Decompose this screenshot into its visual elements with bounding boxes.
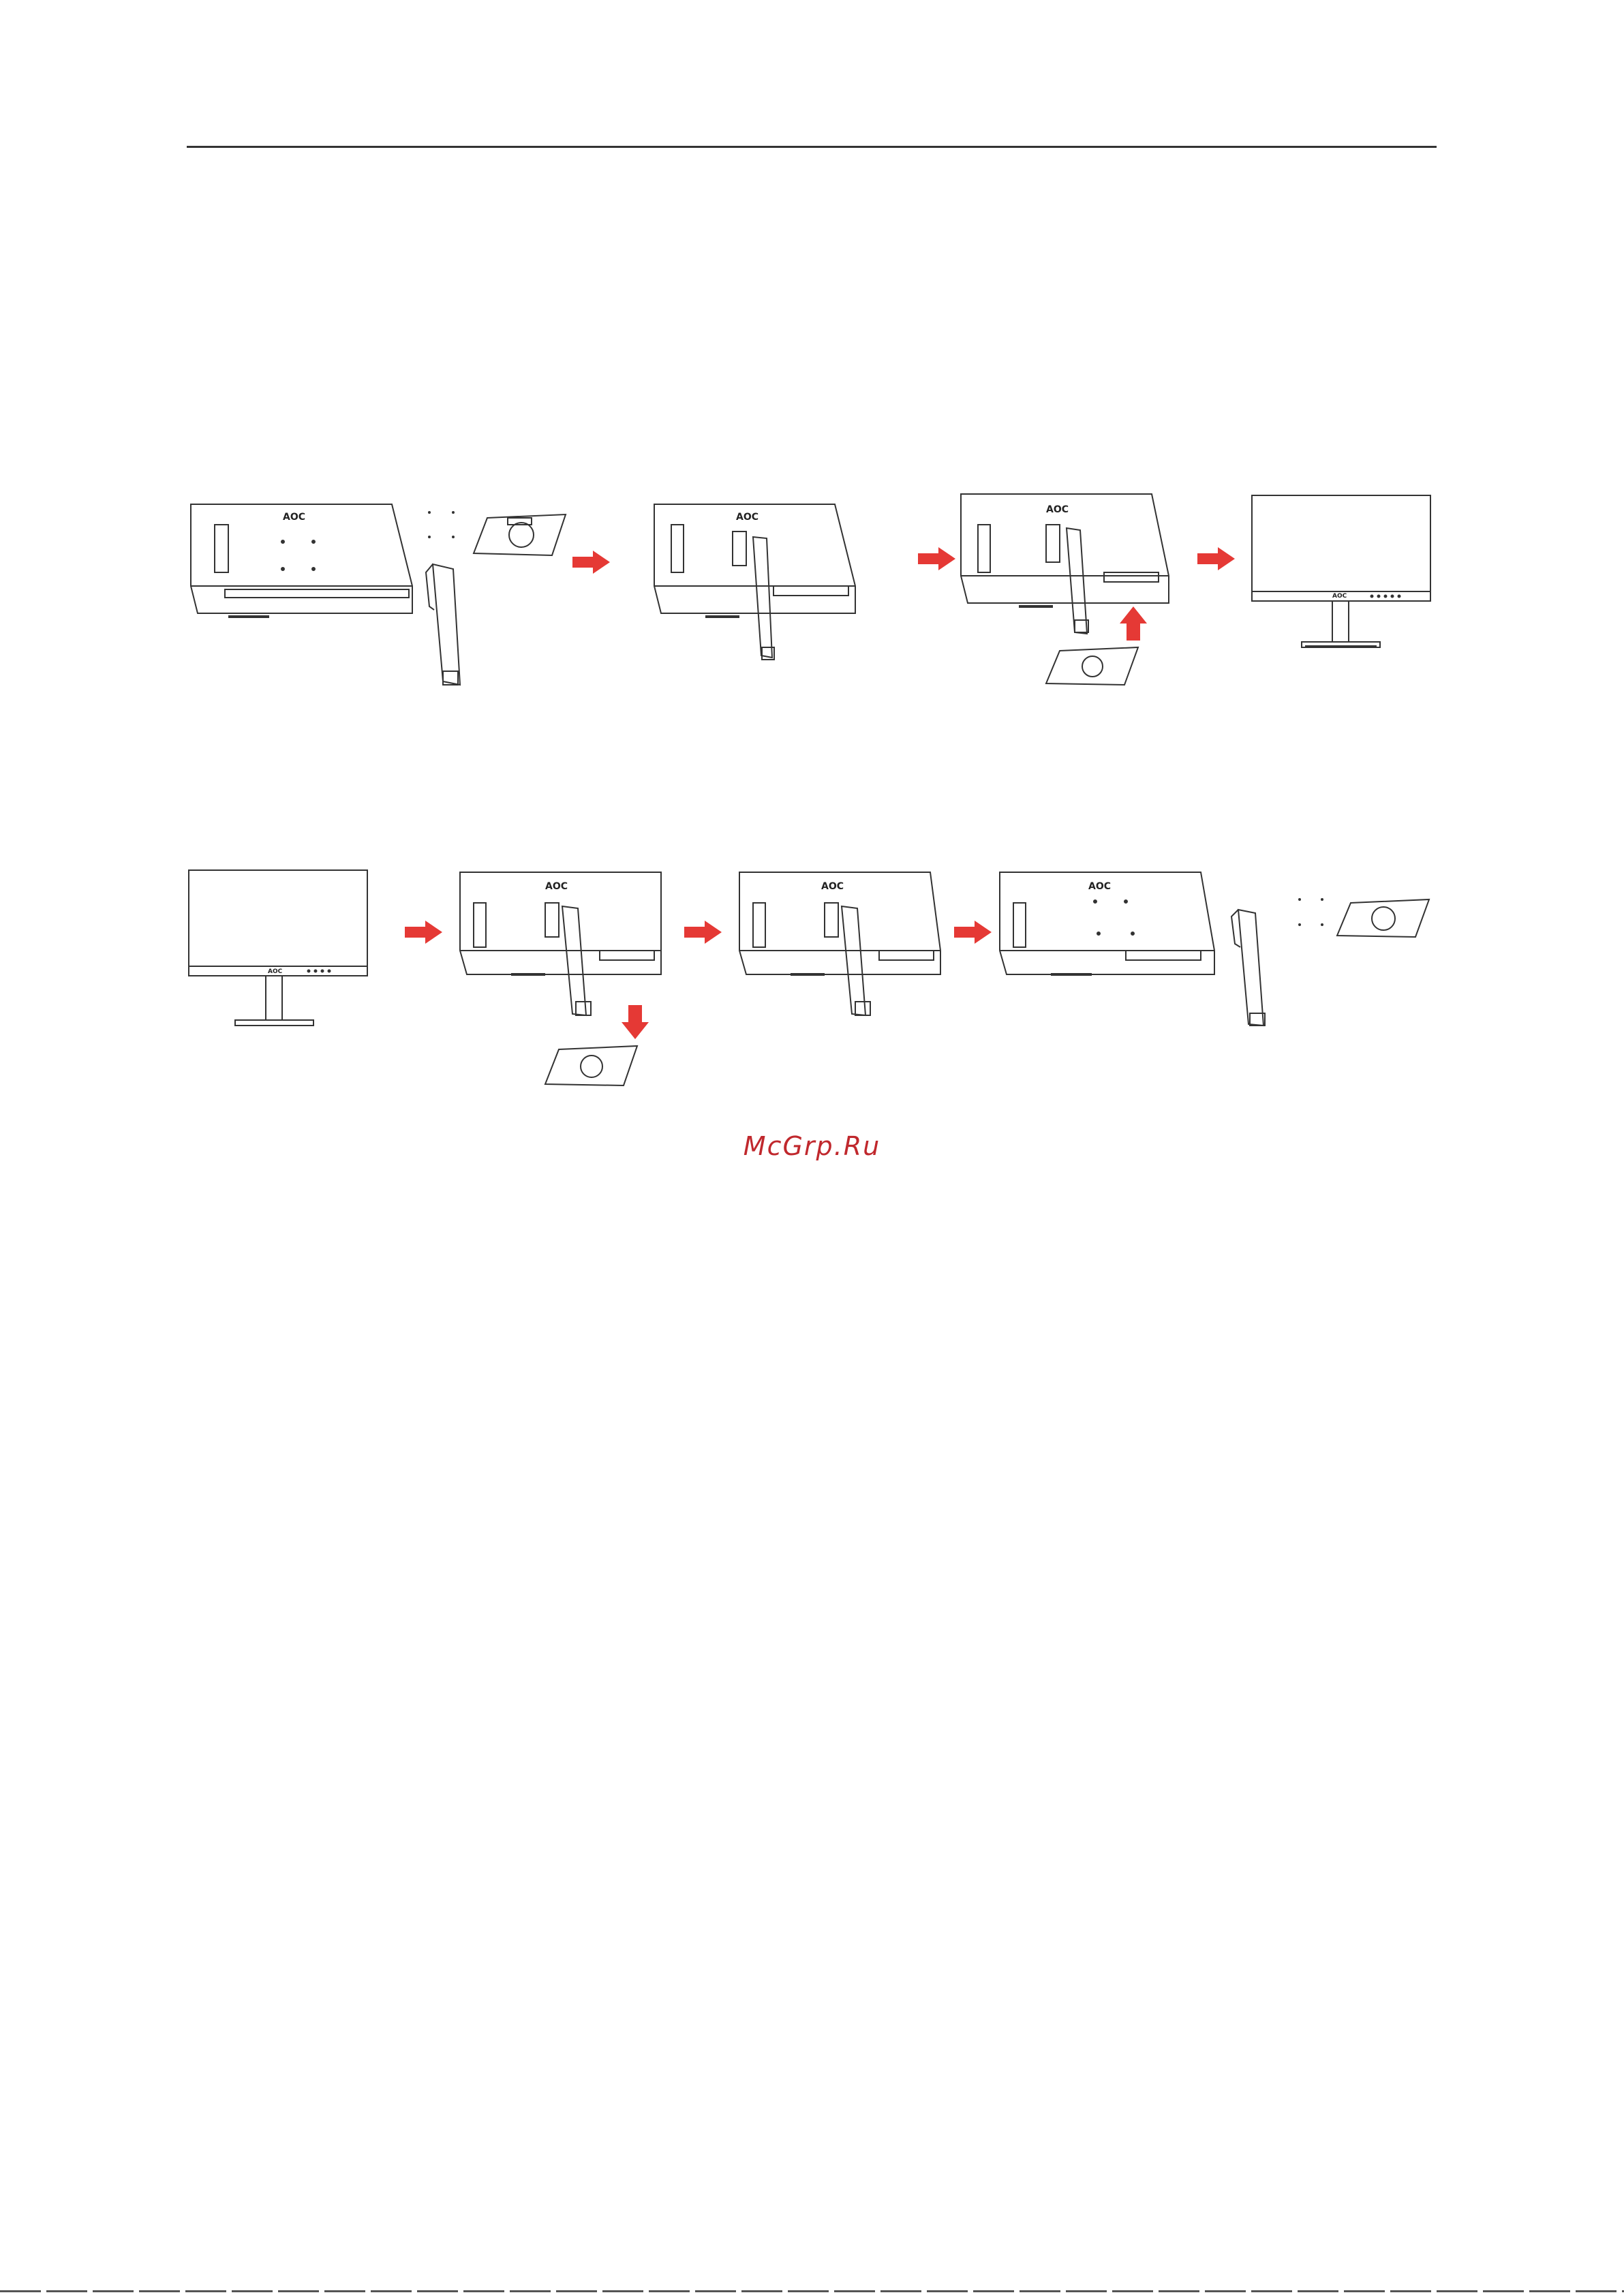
install-step-1: AOC: [187, 477, 569, 695]
monitor-back: [460, 872, 661, 1015]
stand-base: [1046, 647, 1138, 685]
screws: [1298, 898, 1323, 926]
stand-base: [474, 514, 566, 555]
arrow-down-icon: [622, 1005, 649, 1039]
stand-base: [545, 1046, 637, 1085]
arrow-right-icon: [683, 919, 724, 946]
install-sequence: AOC AOC: [0, 477, 1624, 715]
remove-step-1: AOC: [187, 869, 371, 1039]
header-rule: [187, 146, 1437, 148]
page-bottom-edge: [0, 2290, 1624, 2292]
arrow-right-icon: [1196, 545, 1237, 572]
brand-logo: AOC: [1046, 504, 1069, 515]
remove-step-2: AOC: [457, 869, 668, 1100]
install-step-2: AOC: [651, 477, 876, 668]
stand-neck: [426, 564, 460, 685]
arrow-right-icon: [953, 919, 994, 946]
arrow-up-icon: [1120, 606, 1147, 641]
arrow-right-icon: [571, 549, 612, 576]
brand-logo: AOC: [268, 968, 283, 975]
brand-logo: AOC: [283, 512, 305, 523]
brand-logo: AOC: [821, 881, 844, 892]
monitor-front: [189, 870, 367, 1026]
screws: [428, 511, 455, 538]
watermark: McGrp.Ru: [0, 1131, 1624, 1161]
arrow-right-icon: [403, 919, 444, 946]
install-step-4: AOC: [1251, 494, 1435, 664]
arrow-right-icon: [917, 545, 957, 572]
brand-logo: AOC: [1332, 593, 1347, 600]
brand-logo: AOC: [736, 512, 759, 523]
brand-logo: AOC: [545, 881, 568, 892]
stand-base: [1337, 899, 1429, 937]
remove-step-3: AOC: [736, 869, 947, 1046]
monitor-back: [739, 872, 940, 1015]
monitor-back: [654, 504, 855, 660]
stand-neck: [1231, 910, 1265, 1026]
brand-logo: AOC: [1088, 881, 1111, 892]
removal-sequence: AOC AOC: [0, 852, 1624, 1097]
install-step-3: AOC: [957, 477, 1182, 695]
remove-step-4: AOC: [996, 869, 1433, 1046]
monitor-front: [1252, 495, 1430, 647]
